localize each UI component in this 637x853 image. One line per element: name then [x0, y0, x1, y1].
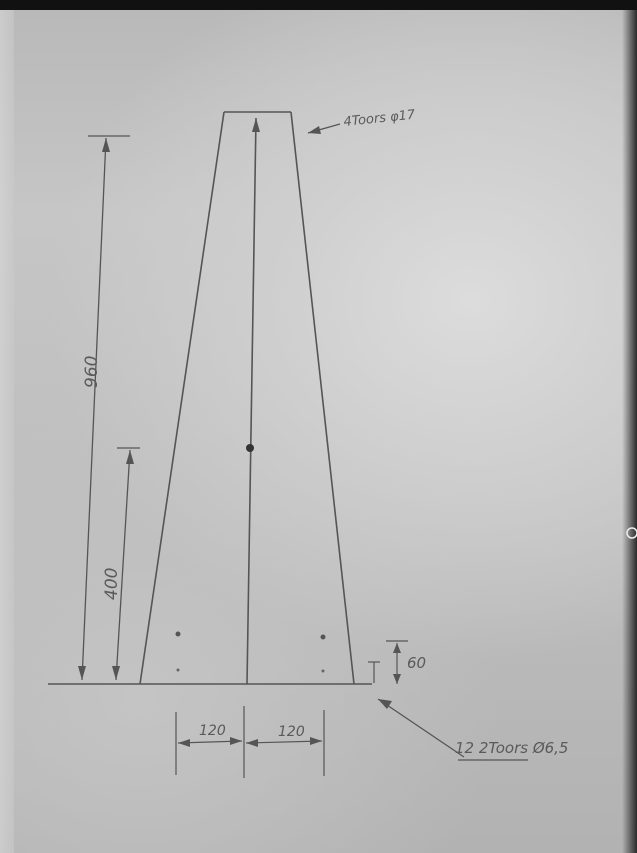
bottom-note-text: 12 2Toors Ø6,5	[455, 739, 568, 757]
top-note-text: 4Toors φ17	[343, 107, 417, 130]
dim-60-label: 60	[407, 654, 426, 672]
dim-120-right-line	[245, 740, 323, 744]
hole-right-lower	[321, 669, 325, 673]
paper-hole-mark	[626, 527, 637, 539]
dim-960-arrow-top	[102, 138, 110, 152]
dim-400-line	[115, 449, 131, 681]
dim-400-label: 400	[102, 568, 122, 600]
dim-60-arrow-bottom	[393, 674, 401, 684]
dim-120-right-arrow-b	[310, 737, 322, 745]
dim-120-left-arrow-b	[230, 737, 242, 745]
bottom-note-arrow	[378, 699, 392, 709]
photo-top-border	[0, 0, 637, 10]
center-hole-marker	[246, 444, 254, 452]
dim-960-label: 960	[82, 356, 102, 388]
dim-60-arrow-top	[393, 643, 401, 653]
trapezoid-right-side	[290, 111, 355, 685]
photo-right-edge	[622, 10, 637, 853]
bottom-note-leader	[377, 698, 465, 758]
center-line	[246, 117, 257, 685]
dim-400-arrow-bottom	[112, 666, 120, 680]
hole-left-upper	[175, 631, 181, 637]
hole-left-lower	[176, 668, 180, 672]
top-note-arrow	[308, 126, 321, 134]
dim-400-arrow-top	[126, 450, 134, 464]
center-line-arrow	[252, 118, 260, 132]
dim-120-left-arrow-a	[178, 739, 190, 747]
photo-left-edge	[0, 10, 14, 853]
dim-960-arrow-bottom	[78, 666, 86, 680]
dim-120-right-label: 120	[278, 724, 305, 740]
dim-120-left-label: 120	[199, 723, 226, 739]
hole-right-upper	[320, 634, 326, 640]
dim-960-line	[81, 137, 107, 681]
trapezoid-left-side	[139, 111, 225, 685]
dim-120-right-arrow-a	[246, 739, 258, 747]
